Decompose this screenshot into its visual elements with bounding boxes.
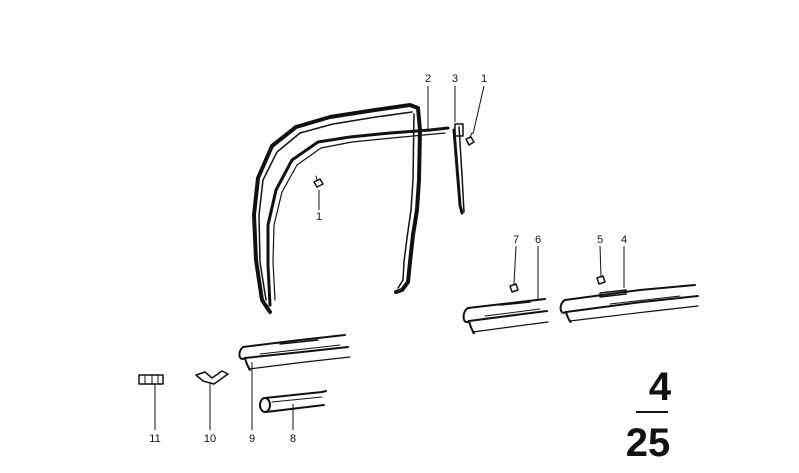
callout-10: 10 bbox=[204, 433, 216, 445]
part-10-bracket[interactable] bbox=[195, 370, 229, 385]
callout-1-lower: 1 bbox=[316, 211, 322, 223]
callout-9: 9 bbox=[249, 433, 255, 445]
part-6-sill-molding[interactable] bbox=[462, 298, 549, 335]
part-5-clip[interactable] bbox=[596, 275, 606, 285]
part-1-clip-lower[interactable] bbox=[313, 175, 324, 188]
callout-6: 6 bbox=[535, 234, 541, 246]
callout-5: 5 bbox=[597, 234, 603, 246]
callout-7: 7 bbox=[513, 234, 519, 246]
callout-8: 8 bbox=[290, 433, 296, 445]
leader-lines bbox=[154, 85, 625, 430]
callout-3: 3 bbox=[452, 73, 458, 85]
page-ref-group: 4 bbox=[649, 365, 672, 409]
part-7-clip[interactable] bbox=[509, 283, 519, 293]
part-11-clip[interactable] bbox=[138, 374, 164, 385]
page-ref-page: 25 bbox=[626, 421, 671, 465]
part-2-window-channel[interactable] bbox=[266, 126, 450, 307]
callout-2: 2 bbox=[425, 73, 431, 85]
part-4-sill-molding[interactable] bbox=[559, 284, 699, 323]
part-8-rail[interactable] bbox=[259, 390, 327, 413]
part-3-vertical-strip[interactable] bbox=[452, 123, 465, 215]
callout-4: 4 bbox=[621, 234, 627, 246]
part-2-door-frame-seal[interactable] bbox=[252, 103, 422, 314]
callout-11: 11 bbox=[149, 433, 160, 445]
callout-1-upper: 1 bbox=[481, 73, 487, 85]
page-reference: 4 25 bbox=[626, 365, 672, 465]
part-1-clip-upper[interactable] bbox=[465, 132, 475, 146]
part-9-lower-molding[interactable] bbox=[238, 334, 351, 371]
